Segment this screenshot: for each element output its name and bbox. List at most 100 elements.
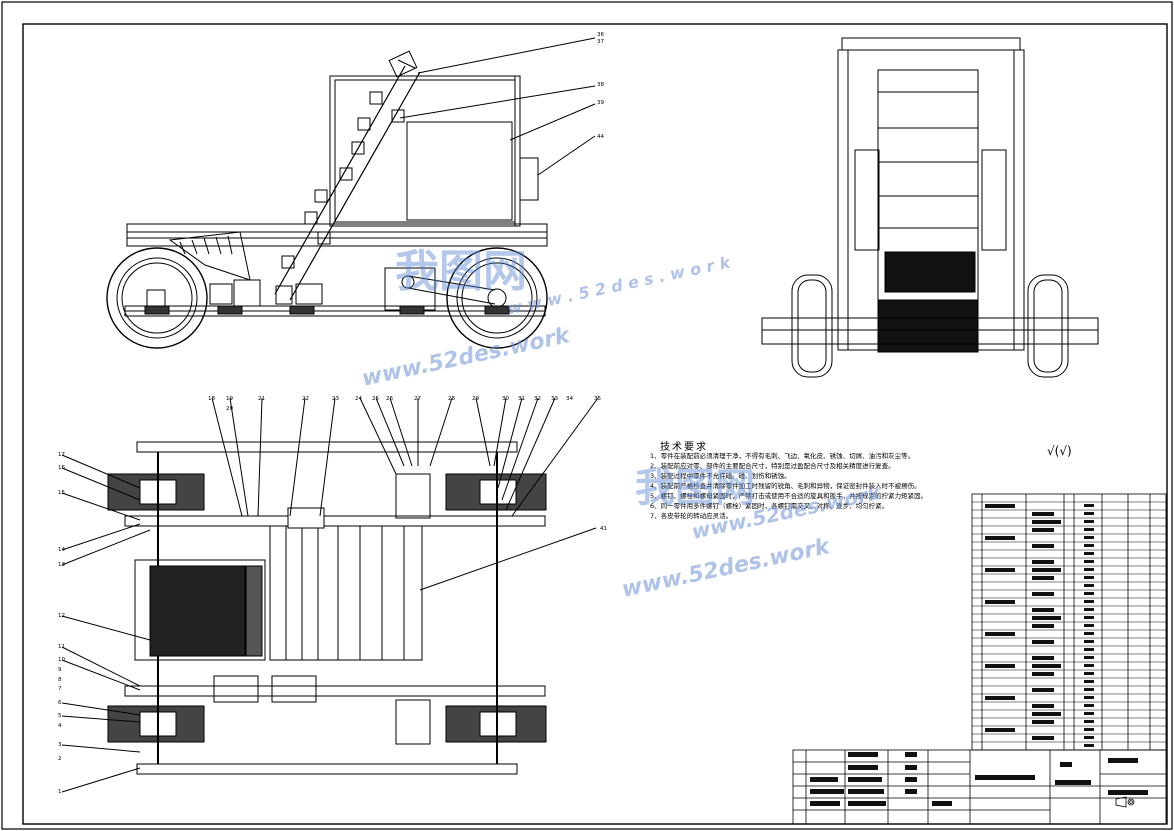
parts-row-fill (1032, 664, 1061, 668)
parts-row-fill (985, 504, 1015, 508)
parts-row-fill (1084, 704, 1094, 707)
parts-row-fill (1084, 520, 1094, 523)
parts-row-fill (1084, 584, 1094, 587)
callout-44: 44 (597, 134, 604, 140)
parts-row-fill (985, 632, 1015, 636)
parts-row-fill (1032, 520, 1061, 524)
callout-37: 37 (597, 39, 604, 45)
callout-25: 25 (372, 396, 379, 402)
parts-row-fill (985, 536, 1015, 540)
callout-33: 33 (551, 396, 558, 402)
title-block-fills (810, 752, 1148, 806)
parts-row-fill (1084, 600, 1094, 603)
callout-9: 9 (58, 667, 62, 673)
tech-requirement-item: 5、螺钉、螺栓和螺母紧固时，严禁打击或使用不合适的旋具和扳手，并按规定的拧紧力矩… (650, 492, 928, 500)
parts-row-fill (1032, 576, 1054, 580)
callout-7: 7 (58, 686, 62, 692)
parts-row-fill (985, 600, 1015, 604)
parts-row-fill (1084, 552, 1094, 555)
plan-view (61, 397, 599, 793)
parts-row-fill (1032, 608, 1054, 612)
callout-3: 3 (58, 742, 62, 748)
parts-row-fill (1084, 568, 1094, 571)
parts-row-fill (1084, 712, 1094, 715)
callout-11: 11 (58, 644, 65, 650)
surface-roughness-symbol: √(√) (1047, 444, 1072, 458)
parts-row-fill (985, 664, 1015, 668)
tech-requirement-item: 1、零件在装配前必须清理干净，不得有毛刺、飞边、氧化皮、锈蚀、切屑、油污和灰尘等… (650, 452, 915, 460)
side-view (106, 37, 596, 349)
callout-36: 36 (597, 32, 604, 38)
projection-symbol (1115, 796, 1135, 808)
callout-27: 27 (414, 396, 421, 402)
parts-row-fill (1084, 736, 1094, 739)
parts-row-fill (1084, 696, 1094, 699)
tech-requirement-item: 4、装配前严格检查并清除零件加工时残留的锐角、毛刺和异物，保证密封件装入时不被擦… (650, 482, 921, 490)
callout-6: 6 (58, 700, 62, 706)
parts-row-fill (1084, 504, 1094, 507)
parts-row-fill (1032, 640, 1054, 644)
callout-14: 14 (58, 547, 65, 553)
parts-row-fill (1084, 544, 1094, 547)
parts-row-fill (1084, 720, 1094, 723)
parts-row-fill (1032, 672, 1054, 676)
parts-row-fill (1084, 560, 1094, 563)
callout-13: 13 (58, 562, 65, 568)
parts-row-fill (1084, 664, 1094, 667)
parts-row-fill (1084, 624, 1094, 627)
parts-list-rows (972, 501, 1166, 747)
callout-19: 19 (226, 396, 233, 402)
callout-16: 16 (58, 465, 65, 471)
parts-row-fill (1084, 672, 1094, 675)
callout-2: 2 (58, 756, 62, 762)
callout-17: 17 (58, 452, 65, 458)
callout-32: 32 (534, 396, 541, 402)
callout-22: 22 (302, 396, 309, 402)
parts-row-fill (1084, 616, 1094, 619)
callout-21: 21 (258, 396, 265, 402)
parts-row-fill (1032, 592, 1054, 596)
parts-row-fill (1032, 688, 1054, 692)
callout-4: 4 (58, 723, 62, 729)
parts-row-fill (1084, 680, 1094, 683)
parts-row-fill (1032, 704, 1054, 708)
tech-requirement-item: 7、各皮带轮的转动应灵活。 (650, 512, 733, 520)
parts-row-fill (1032, 736, 1054, 740)
parts-row-fill (1084, 536, 1094, 539)
tech-requirements-list: 1、零件在装配前必须清理干净，不得有毛刺、飞边、氧化皮、锈蚀、切屑、油污和灰尘等… (650, 451, 927, 521)
parts-row-fill (1084, 688, 1094, 691)
tech-requirement-item: 3、装配过程中零件不允许磕、碰、划伤和锈蚀。 (650, 472, 791, 480)
parts-row-fill (1084, 640, 1094, 643)
callout-38: 38 (597, 82, 604, 88)
parts-row-fill (1084, 632, 1094, 635)
parts-row-fill (1032, 560, 1054, 564)
callout-8: 8 (58, 677, 62, 683)
callout-5: 5 (58, 713, 62, 719)
parts-row-fill (1084, 648, 1094, 651)
parts-row-fill (1032, 720, 1054, 724)
parts-row-fill (1084, 656, 1094, 659)
callout-24: 24 (355, 396, 362, 402)
callout-29: 29 (472, 396, 479, 402)
inner-frame (22, 23, 1168, 825)
callout-12: 12 (58, 613, 65, 619)
side-view-callouts: 36 37 38 39 44 (597, 32, 604, 140)
parts-row-fill (1084, 608, 1094, 611)
callout-26: 26 (386, 396, 393, 402)
callout-41: 41 (600, 526, 607, 532)
parts-row-fill (1032, 528, 1054, 532)
parts-row-fill (1084, 512, 1094, 515)
callout-30: 30 (502, 396, 509, 402)
plan-view-callouts: 18 19 20 21 22 23 24 25 26 27 28 29 30 3… (58, 396, 607, 795)
callout-20: 20 (226, 406, 233, 412)
callout-39: 39 (597, 100, 604, 106)
parts-row-fill (1032, 568, 1061, 572)
callout-10: 10 (58, 657, 65, 663)
callout-28: 28 (448, 396, 455, 402)
parts-row-fill (985, 568, 1015, 572)
parts-row-fill (1084, 744, 1094, 747)
watermark-logo: 我图网 (635, 465, 755, 511)
parts-row-fill (1032, 624, 1054, 628)
